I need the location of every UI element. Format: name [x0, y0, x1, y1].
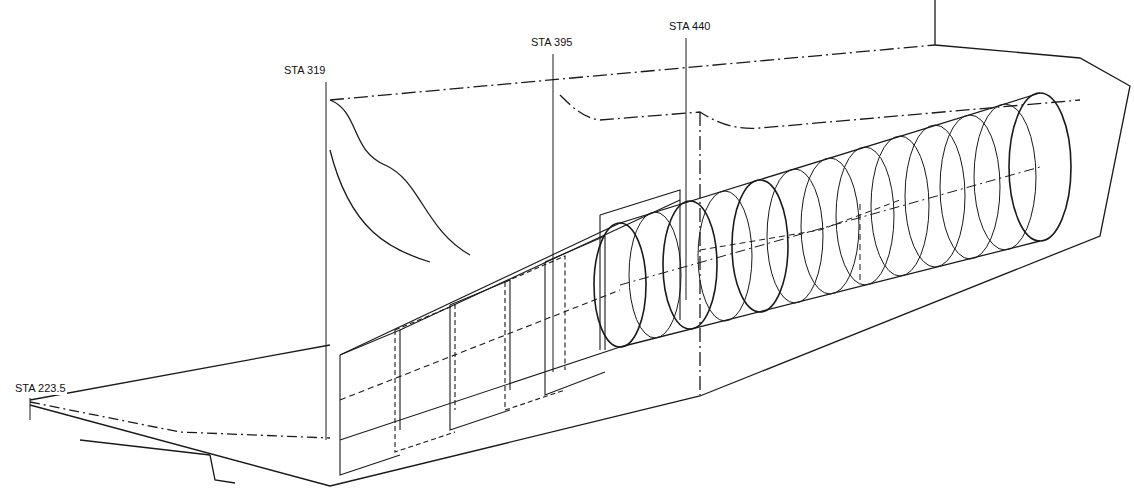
nose-centre-line	[30, 402, 330, 438]
station-label: STA 395	[530, 36, 573, 49]
duct-frame	[663, 201, 717, 329]
vertical-frame-line	[699, 112, 700, 395]
nose-upper-edge	[30, 345, 330, 400]
duct-frame	[395, 305, 455, 452]
rectangular-duct	[340, 190, 680, 475]
station-label: STA 440	[668, 20, 711, 33]
duct-frame	[974, 104, 1036, 250]
station-lines	[30, 38, 686, 440]
fairing-curve	[330, 100, 470, 255]
station-label: STA 319	[283, 64, 326, 77]
duct-frame	[505, 256, 565, 410]
duct-frame	[871, 136, 929, 276]
duct-axis	[620, 167, 1040, 285]
duct-edge	[620, 93, 1040, 347]
circular-duct	[594, 93, 1071, 347]
duct-frame	[629, 212, 681, 338]
outer-skin	[30, 0, 1130, 486]
duct-frame	[450, 280, 510, 430]
wing-root-curve	[330, 150, 430, 262]
station-line	[553, 54, 554, 372]
duct-edge	[340, 200, 680, 440]
station-line	[30, 398, 31, 420]
lower-door	[80, 440, 235, 483]
nose-lower-edge	[30, 405, 330, 486]
duct-frame	[340, 330, 400, 475]
duct-frame	[1009, 93, 1071, 241]
station-line	[326, 82, 327, 440]
body-outline	[330, 45, 1130, 486]
station-label: STA 223.5	[14, 382, 67, 395]
upper-edge	[934, 0, 935, 45]
station-line	[686, 38, 687, 300]
upper-surface-line	[330, 45, 935, 100]
duct-frame	[600, 190, 680, 350]
duct-bracing	[700, 200, 900, 280]
duct-centre	[340, 290, 620, 400]
upper-frame-line	[560, 95, 1080, 128]
